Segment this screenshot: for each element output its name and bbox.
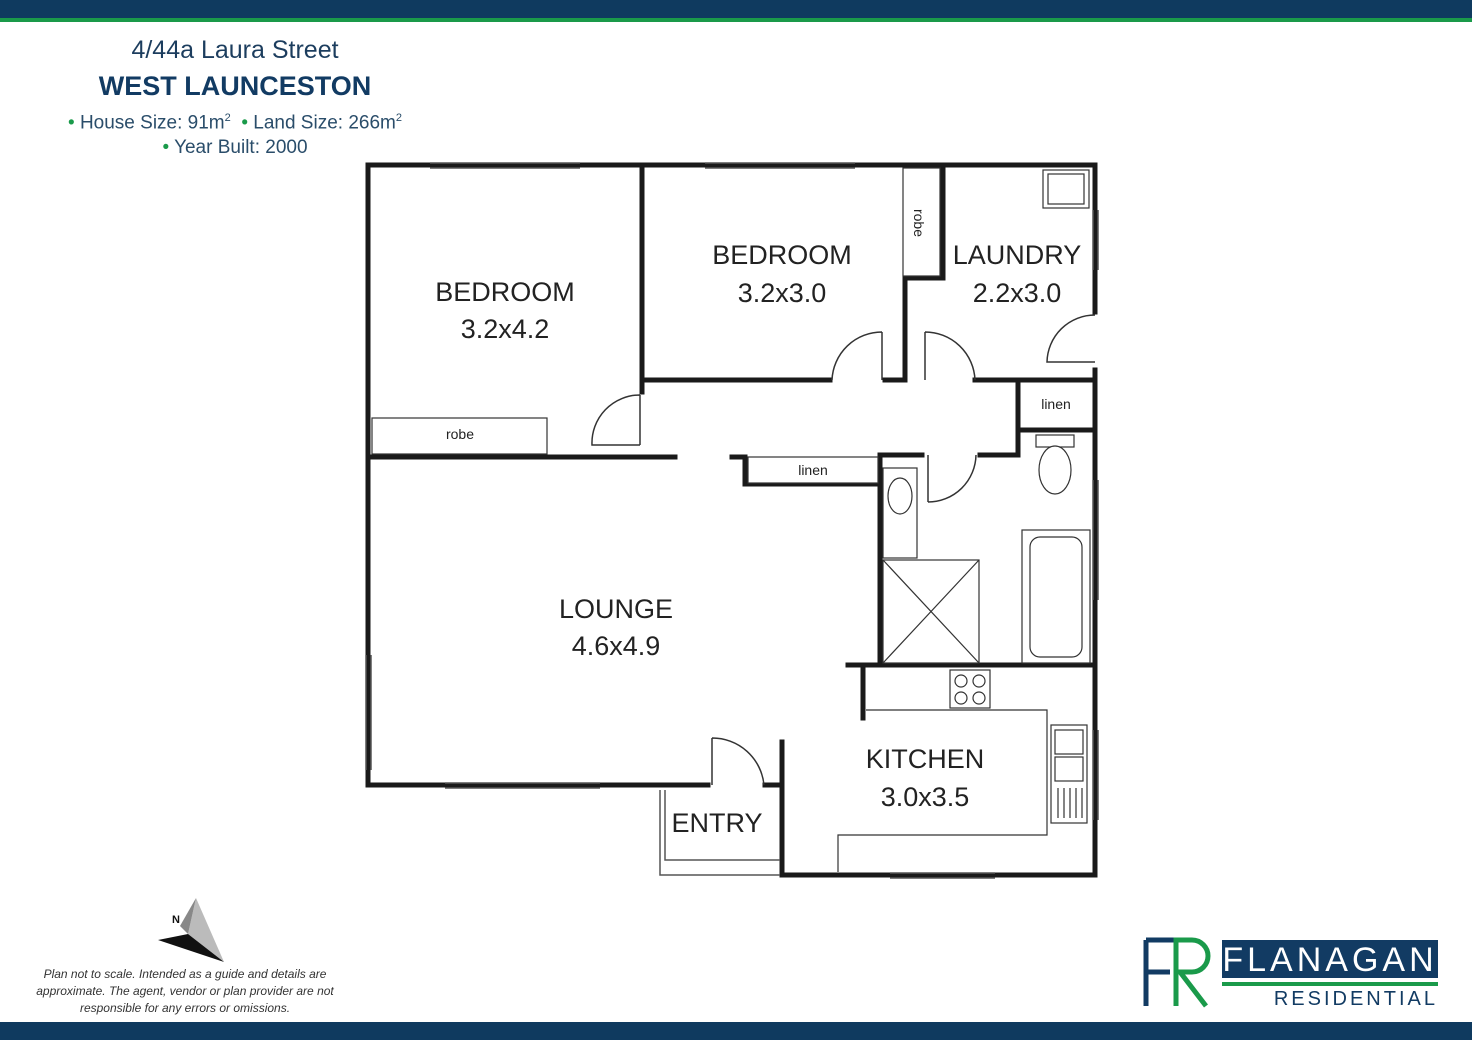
linen-label-laundry: linen <box>1041 396 1071 412</box>
robe-label-bedroom2: robe <box>911 209 927 237</box>
linen-label-hall: linen <box>798 462 828 478</box>
suburb-title: WEST LAUNCESTON <box>98 71 372 101</box>
entry-porch <box>659 790 780 876</box>
window-bedroom1 <box>430 162 580 169</box>
hotplate-icon <box>954 691 968 705</box>
shower-cross <box>882 559 980 664</box>
top-banner-bar <box>0 0 1472 18</box>
room-size-lounge: 4.6x4.9 <box>572 631 661 661</box>
room-name-bedroom1: BEDROOM <box>435 277 575 307</box>
window-bathroom-east <box>1092 480 1099 600</box>
bathtub-inner <box>1029 536 1083 658</box>
fr-monogram-icon <box>1143 937 1211 1008</box>
linen-hall-cupboard <box>747 456 879 484</box>
laundry-tub-inner <box>1047 173 1085 205</box>
room-name-entry: ENTRY <box>671 808 762 838</box>
door-entry <box>711 737 765 786</box>
window-bedroom2 <box>705 162 855 169</box>
room-name-kitchen: KITCHEN <box>866 744 985 774</box>
disclaimer: Plan not to scale. Intended as a guide a… <box>36 967 334 1015</box>
hotplate-icon <box>972 691 986 705</box>
room-name-laundry: LAUNDRY <box>953 240 1082 270</box>
door-bathroom <box>927 454 977 503</box>
property-header: 4/44a Laura Street WEST LAUNCESTON • Hou… <box>20 36 450 160</box>
land-size: Land Size: 266m <box>253 112 396 134</box>
kitchen-bench <box>837 709 1048 872</box>
wall-robe-laundry <box>882 162 946 383</box>
room-name-bedroom2: BEDROOM <box>712 240 852 270</box>
window-lounge-south <box>445 782 600 789</box>
wall-hall-linen <box>729 454 883 487</box>
wall-bathroom-entry <box>977 427 1021 458</box>
house-size-superscript: 2 <box>224 112 231 124</box>
land-size-superscript: 2 <box>395 112 402 124</box>
room-size-bedroom2: 3.2x3.0 <box>738 278 827 308</box>
room-size-kitchen: 3.0x3.5 <box>881 782 970 812</box>
sink-bowl <box>1054 729 1084 755</box>
drainer-lines <box>1057 788 1083 818</box>
door-bedroom1 <box>591 394 641 446</box>
brand-logo: FLANAGAN RESIDENTIAL <box>1140 936 1440 1010</box>
room-name-lounge: LOUNGE <box>559 594 673 624</box>
door-laundry-exterior <box>1046 314 1096 363</box>
toilet-icon <box>1038 445 1072 495</box>
north-label: N <box>172 914 180 926</box>
bullet-icon: • <box>68 112 75 134</box>
year-built: Year Built: 2000 <box>174 137 308 159</box>
room-size-bedroom1: 3.2x4.2 <box>461 314 550 344</box>
window-laundry-east <box>1092 210 1099 270</box>
north-arrow-icon: N <box>158 898 224 962</box>
window-lounge-west <box>365 655 372 770</box>
bullet-icon: • <box>241 112 248 134</box>
brand-subtitle: RESIDENTIAL <box>1222 982 1438 1012</box>
property-stats: • House Size: 91m2 • Land Size: 266m2 • … <box>20 106 450 160</box>
sink-bowl <box>1054 756 1084 782</box>
window-kitchen-east <box>1092 730 1099 820</box>
toilet-cistern <box>1035 434 1075 448</box>
brand-name: FLANAGAN <box>1222 940 1438 979</box>
door-laundry <box>924 331 976 381</box>
robe-label-bedroom1: robe <box>446 426 474 442</box>
robe-bedroom2 <box>902 167 941 277</box>
bottom-banner-bar <box>0 1022 1472 1040</box>
door-bedroom2 <box>831 331 883 381</box>
basin-icon <box>887 477 913 515</box>
house-size: House Size: 91m <box>79 112 225 134</box>
top-accent-stripe <box>0 18 1472 22</box>
hotplate-icon <box>972 674 986 688</box>
window-kitchen-south <box>890 872 995 879</box>
hotplate-icon <box>954 674 968 688</box>
street-address: 4/44a Laura Street <box>131 36 339 64</box>
bullet-icon: • <box>162 137 170 159</box>
room-size-laundry: 2.2x3.0 <box>973 278 1062 308</box>
robe-bedroom1 <box>371 417 548 455</box>
